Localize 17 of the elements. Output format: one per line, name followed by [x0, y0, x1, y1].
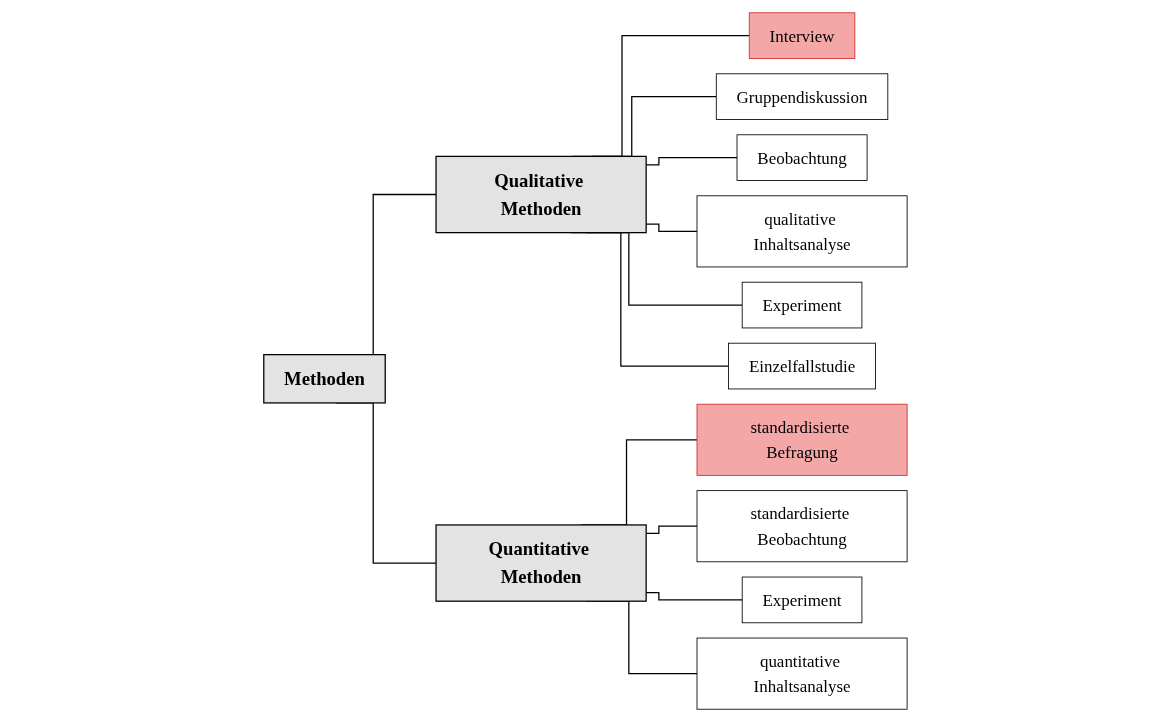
node-box: Quantitative Methoden — [434, 524, 647, 602]
node-box: Methoden — [262, 354, 386, 404]
node-box: Qualitative Methoden — [434, 155, 647, 234]
connector — [645, 525, 698, 534]
node-box: qualitative Inhaltsanalyse — [696, 195, 908, 268]
node-box: standardisierte Befragung — [696, 403, 908, 476]
connector — [645, 223, 698, 232]
node-box: Interview — [748, 12, 855, 59]
connector — [645, 592, 743, 601]
node-box: Experiment — [741, 281, 862, 329]
node-box: standardisierte Beobachtung — [696, 490, 908, 563]
node-box: Einzelfallstudie — [727, 342, 876, 390]
node-box: quantitative Inhaltsanalyse — [696, 637, 908, 710]
node-box: Beobachtung — [736, 134, 868, 181]
node-box: Gruppendiskussion — [715, 73, 888, 120]
node-box: Experiment — [741, 576, 862, 624]
connector — [645, 157, 738, 166]
